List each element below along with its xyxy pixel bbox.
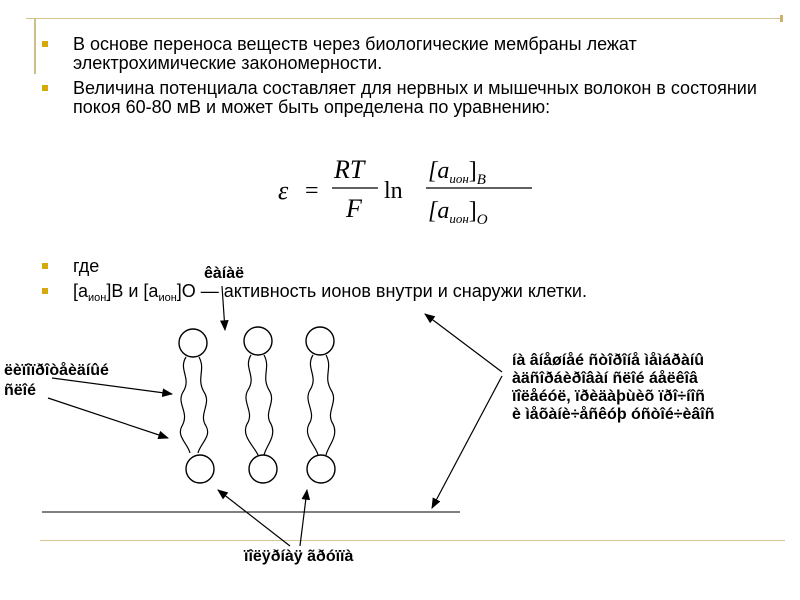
protein-layer-arrow	[424, 313, 503, 373]
lipid-layer-label: ëèïîïðîòåèäíûé	[4, 362, 109, 379]
lipid-head-top	[243, 326, 273, 356]
ln-function: ln	[384, 178, 403, 204]
lipid-layer-arrow	[51, 377, 174, 397]
bullet-item: В основе переноса веществ через биологич…	[40, 35, 760, 73]
bullet-text: Величина потенциала составляет для нервн…	[73, 78, 757, 117]
lipid-tails	[179, 354, 336, 456]
lipid-layer-arrow	[47, 397, 170, 440]
bullet-item: Величина потенциала составляет для нервн…	[40, 79, 760, 117]
lipid-head-bottom	[306, 454, 336, 484]
ion-subscript: ион	[88, 292, 107, 304]
bullet-marker	[42, 288, 48, 294]
protein-label-line: ïîëåéóë, ïðèäàþùèõ ïðî÷íîñ	[512, 388, 705, 405]
frame-top-line	[26, 18, 782, 19]
lipid-head-bottom	[185, 454, 215, 484]
activity-definition: [aион]B и [aион]O — активность ионов вну…	[40, 282, 587, 308]
bullet-list: В основе переноса веществ через биологич…	[40, 35, 760, 123]
ion-subscript: ион	[158, 292, 177, 304]
bullet-marker	[42, 263, 48, 269]
bullet-marker	[42, 41, 48, 47]
channel-arrow	[220, 285, 229, 332]
activity-text-part: ]B и [a	[106, 281, 159, 301]
frame-corner-mark	[780, 15, 783, 22]
frame-bottom-line	[40, 540, 785, 541]
activity-inside: [aион]B	[428, 158, 486, 188]
protein-label-line: è ìåõàíè÷åñêóþ óñòîé÷èâîñ	[512, 406, 715, 423]
polar-group-label: ïîëÿðíàÿ ãðóïïà	[244, 548, 354, 565]
nernst-equation: ε = RT F ln [aион]B [aион]O	[278, 155, 532, 228]
epsilon-symbol: ε	[278, 176, 289, 205]
bullet-text: В основе переноса веществ через биологич…	[73, 34, 637, 73]
bullet-marker	[42, 85, 48, 91]
lipid-layer-label-cont: ñëîé	[4, 382, 37, 399]
fraction-numerator: RT	[333, 155, 366, 184]
protein-label-line: íà âíåøíåé ñòîðîíå ìåìáðàíû	[512, 352, 705, 369]
protein-label-line: àäñîðáèðîâàí ñëîé áåëêîâ	[512, 370, 698, 387]
lipid-head-top	[178, 328, 208, 358]
protein-layer-label: íà âíåøíåé ñòîðîíå ìåìáðàíû àäñîðáèðîâàí…	[512, 352, 800, 424]
fraction-denominator: F	[345, 194, 363, 223]
polar-group-arrow	[217, 489, 291, 547]
activity-outside: [aион]O	[428, 198, 488, 228]
activity-text-part: ]O — активность ионов внутри и снаружи к…	[176, 281, 587, 301]
lipid-head-top	[305, 326, 335, 356]
where-line: где	[40, 257, 99, 276]
lipid-head-bottom	[248, 454, 278, 484]
polar-group-arrow	[299, 488, 311, 547]
where-text: где	[73, 256, 100, 276]
channel-label: êàíàë	[204, 265, 245, 282]
activity-text-part: [a	[73, 281, 89, 301]
frame-left-line	[34, 18, 36, 74]
equals-sign: =	[305, 178, 319, 204]
protein-layer-arrow	[431, 375, 503, 509]
